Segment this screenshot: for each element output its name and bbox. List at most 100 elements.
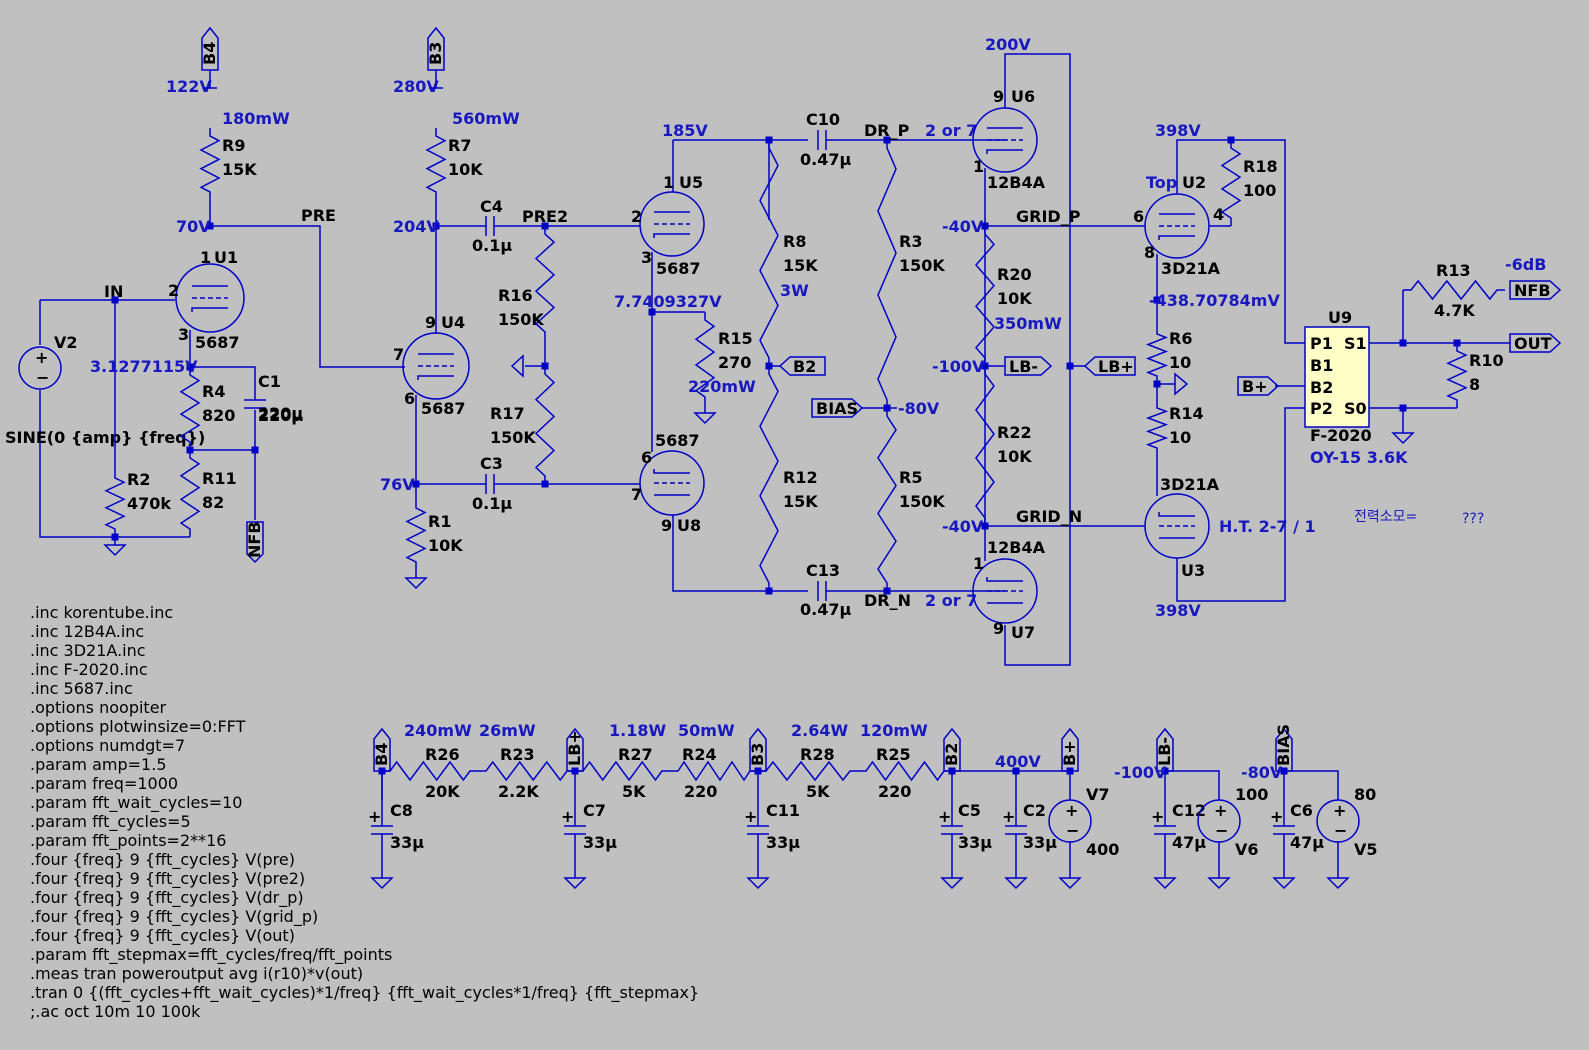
wire: [858, 760, 952, 782]
pin-number: 2: [631, 207, 642, 226]
resistor-r10-value: 8: [1469, 375, 1480, 394]
resistor-r27-ref: R27: [618, 745, 653, 764]
tube-u7-cathode: [986, 577, 1023, 582]
capacitor-c1-value: 220µ: [258, 406, 303, 425]
wire: [1165, 770, 1220, 800]
wire: [975, 366, 995, 526]
ground-symbol: [404, 577, 428, 590]
port-out[interactable]: [1509, 333, 1562, 353]
capacitor-c12-value: 47µ: [1172, 833, 1206, 852]
resistor-r5-value: 150K: [899, 492, 945, 511]
spice-directive: .inc 5687.inc: [30, 679, 133, 698]
source-plus: +: [1214, 801, 1227, 820]
tube-u5-value: 5687: [656, 259, 701, 278]
junction-dot: [541, 480, 549, 488]
capacitor-c12-ref: C12: [1172, 801, 1206, 820]
port-lb[interactable]: [1083, 356, 1136, 376]
tube-u2-cathode: [1158, 235, 1195, 240]
resistor-r23-ref: R23: [500, 745, 535, 764]
port-label: B3: [748, 743, 767, 766]
transformer-pin: P2: [1310, 399, 1333, 418]
tube-u8-envelope: [639, 450, 705, 516]
resistor-r16-value: 150K: [498, 310, 544, 329]
transformer-pin: P1: [1310, 334, 1333, 353]
port-label: B2: [942, 743, 961, 766]
node-voltage: -80V: [898, 399, 940, 418]
capacitor-c11-value: 33µ: [766, 833, 800, 852]
port-label: B+: [1060, 740, 1079, 766]
node-voltage: 400V: [995, 752, 1041, 771]
port-lb[interactable]: [1004, 356, 1053, 376]
tube-u4-cathode: [417, 375, 454, 380]
wire: [104, 470, 126, 537]
source-v7-value: 400: [1086, 840, 1119, 859]
tube-note: H.T. 2-7 / 1: [1219, 517, 1316, 536]
tube-u5-envelope: [639, 191, 705, 257]
spice-directive: .meas tran poweroutput avg i(r10)*v(out): [30, 964, 363, 983]
tube-u3-ref: U3: [1181, 561, 1205, 580]
transformer-pin: B2: [1310, 378, 1333, 397]
resistor-r26-ref: R26: [425, 745, 460, 764]
port-b2[interactable]: [778, 356, 826, 376]
wire: [199, 128, 221, 200]
wire: [190, 366, 256, 400]
source-v6-ref: V6: [1235, 840, 1259, 859]
resistor-r8-value: 15K: [783, 256, 818, 275]
source-plus: +: [35, 348, 48, 367]
port-bias[interactable]: [811, 398, 864, 418]
resistor-r4-ref: R4: [202, 382, 225, 401]
capacitor-c10-value: 0.47µ: [800, 150, 851, 169]
cap-polarity: +: [1151, 807, 1164, 826]
resistor-r12-ref: R12: [783, 468, 818, 487]
pin-number: 1: [973, 157, 984, 176]
resistor-r24-value: 220: [684, 782, 717, 801]
pin-number: 6: [641, 448, 652, 467]
node-voltage: -100V: [1114, 763, 1167, 782]
pin-number: 7: [631, 485, 642, 504]
port-label: B4: [372, 743, 391, 766]
net-label-grid-n: GRID_N: [1016, 507, 1082, 526]
cap-polarity: +: [1002, 807, 1015, 826]
wire: [1446, 343, 1468, 408]
ground-symbol: [693, 412, 717, 425]
port-label: NFB: [1514, 281, 1551, 300]
power-consumption-label: 전력소모=: [1354, 509, 1417, 525]
node-voltage: 398V: [1155, 121, 1201, 140]
source-v2-value: SINE(0 {amp} {freq}): [5, 428, 205, 447]
wire: [179, 367, 201, 450]
tube-u4-ref: U4: [441, 313, 465, 332]
cap-polarity: +: [1270, 807, 1283, 826]
port-nfb[interactable]: [1509, 280, 1562, 300]
port-b[interactable]: [1061, 727, 1079, 772]
resistor-r15-ref: R15: [718, 329, 753, 348]
capacitor-c6-value: 47µ: [1290, 833, 1324, 852]
transformer-note: OY-15 3.6K: [1310, 448, 1408, 467]
ground-symbol: [1326, 877, 1350, 890]
resistor-r8-ref: R8: [783, 232, 806, 251]
wire: [1403, 279, 1505, 301]
wire: [1145, 400, 1169, 456]
port-b[interactable]: [1237, 376, 1280, 396]
transformer-pin: S1: [1344, 334, 1367, 353]
port-label: LB-: [1155, 737, 1174, 766]
resistor-r1-ref: R1: [428, 512, 451, 531]
wire: [575, 760, 670, 782]
resistor-r10-ref: R10: [1469, 351, 1504, 370]
port-label: B4: [200, 42, 219, 65]
power-annotation: 1.18W: [609, 721, 666, 740]
wire: [534, 226, 556, 340]
resistor-r25-value: 220: [878, 782, 911, 801]
junction-dot: [111, 296, 119, 304]
tube-u6-ref: U6: [1011, 87, 1035, 106]
capacitor-c1-ref: C1: [258, 372, 281, 391]
resistor-r17-ref: R17: [490, 404, 525, 423]
tube-u6-cathode: [986, 149, 1023, 154]
source-minus: −: [1066, 821, 1079, 840]
resistor-r2-value: 470k: [127, 494, 171, 513]
net-label-pre2: PRE2: [522, 207, 568, 226]
spice-directive: .param fft_wait_cycles=10: [30, 793, 242, 813]
port-b3[interactable]: [427, 26, 445, 71]
port-b4[interactable]: [201, 26, 219, 71]
node-voltage: 122V: [166, 77, 212, 96]
port-nfb[interactable]: [246, 521, 264, 564]
